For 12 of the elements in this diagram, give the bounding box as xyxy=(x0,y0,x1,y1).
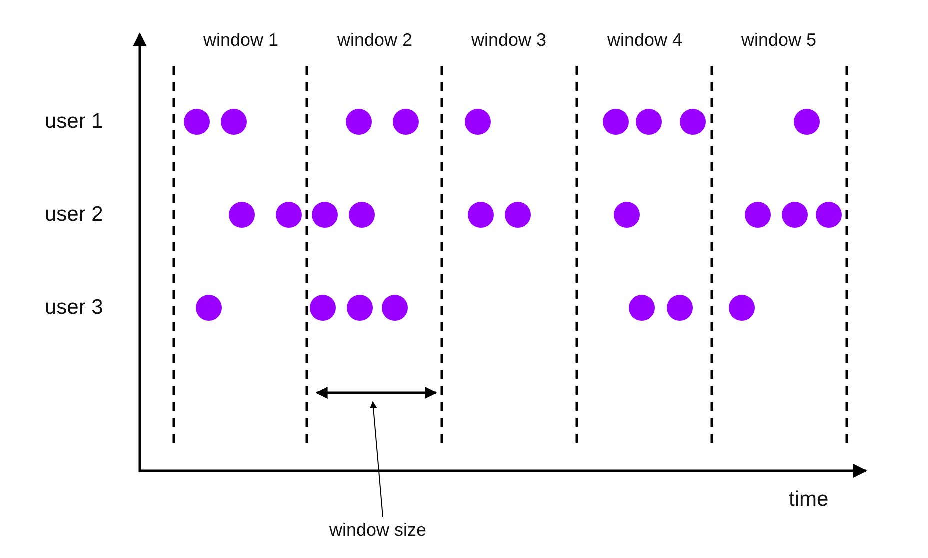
window-label: window 4 xyxy=(608,29,683,51)
annotation-text: window size xyxy=(330,519,427,541)
axis-label: time xyxy=(789,489,829,511)
window-label: window 5 xyxy=(742,29,817,51)
window-label: window 3 xyxy=(472,29,547,51)
window-label: window 2 xyxy=(338,29,413,51)
row-label: user 1 xyxy=(45,111,104,133)
row-label: user 2 xyxy=(45,204,104,226)
leader-line xyxy=(370,401,384,518)
dimension-line xyxy=(316,387,438,399)
row-label: user 3 xyxy=(45,297,104,319)
window-label: window 1 xyxy=(204,29,279,51)
